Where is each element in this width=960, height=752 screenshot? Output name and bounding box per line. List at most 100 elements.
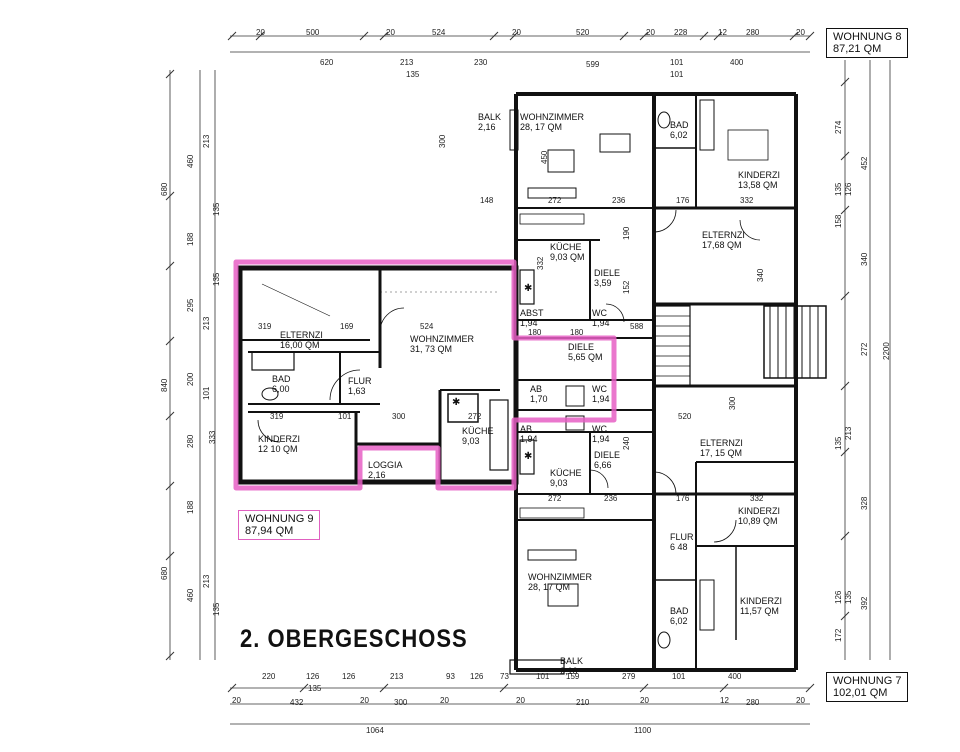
unit-9-highlight [233,259,617,491]
room-area: 6,00 [272,384,290,394]
dim-label: 190 [622,226,631,240]
dim-label: 20 [440,696,449,705]
dim-label: 300 [438,134,447,148]
dim-label: 500 [306,28,320,37]
dim-label: 524 [420,322,434,331]
dim-label: 12 [720,696,729,705]
dim-label: 300 [394,698,408,707]
dim-label: 20 [386,28,395,37]
room-area: 1,94 [592,394,610,404]
dim-label: 213 [202,316,211,330]
room-area: 9,03 QM [550,252,585,262]
room-area: 5,65 QM [568,352,603,362]
dim-label: 158 [834,214,843,228]
dim-label: 1064 [366,726,384,735]
dim-label: 213 [844,426,853,440]
room-area: 28, 17 QM [520,122,563,132]
dim-label: 169 [340,322,354,331]
room-area: 13,58 QM [738,180,778,190]
dim-label: 272 [548,494,562,503]
shaft-marker: ✱ [524,283,533,294]
dim-label: 236 [612,196,626,205]
room-name: WOHNZIMMER [520,112,584,122]
room-area: 10,89 QM [738,516,778,526]
dim-label: 210 [576,698,590,707]
dim-label: 319 [258,322,272,331]
dim-label: 400 [730,58,744,67]
dim-label: 524 [432,28,446,37]
dim-label: 450 [540,150,549,164]
room-name: AB [520,424,533,434]
dim-label: 126 [844,182,853,196]
room-area: 31, 73 QM [410,344,453,354]
dim-label: 230 [474,58,488,67]
dim-label: 2200 [882,342,891,360]
room-name: DIELE [594,268,621,278]
dim-label: 20 [360,696,369,705]
dim-label: 274 [834,120,843,134]
dim-label: 328 [860,496,869,510]
room-name: KÜCHE [462,426,494,436]
dim-label: 20 [256,28,265,37]
dim-label: 188 [186,500,195,514]
room-name: KINDERZI [740,596,783,606]
room-name: ELTERNZI [700,438,743,448]
dim-label: 135 [844,590,853,604]
dim-label: 126 [342,672,356,681]
dim-label: 228 [674,28,688,37]
dim-label: 332 [536,256,545,270]
dim-label: 176 [676,196,690,205]
room-name: BAD [670,120,689,130]
room-area: 3,59 [594,278,612,288]
dim-label: 680 [160,182,169,196]
room-name: LOGGIA [368,460,403,470]
dim-label: 272 [860,342,869,356]
dim-label: 280 [746,28,760,37]
room-name: DIELE [594,450,621,460]
dim-label: 148 [480,196,494,205]
dim-label: 520 [678,412,692,421]
dim-label: 220 [262,672,276,681]
room-area: 12 10 QM [258,444,298,454]
dim-label: 180 [528,328,542,337]
room-name: BALK [560,656,584,666]
dim-label: 20 [796,28,805,37]
room-area: 1,94 [520,434,538,444]
dim-label: 272 [548,196,562,205]
room-area: 1,70 [530,394,548,404]
room-name: FLUR [670,532,694,542]
dim-label: 101 [338,412,352,421]
room-area: 1,63 [348,386,366,396]
dim-label: 73 [500,672,509,681]
dim-label: 101 [670,70,684,79]
dim-label: 135 [834,436,843,450]
dim-label: 300 [392,412,406,421]
dim-label: 340 [860,252,869,266]
room-area: 2,16 [368,470,386,480]
dim-label: 520 [576,28,590,37]
room-name: FLUR [348,376,372,386]
dim-label: 319 [270,412,284,421]
dim-label: 240 [622,436,631,450]
dim-label: 200 [186,372,195,386]
dim-label: 332 [740,196,754,205]
dim-label: 340 [756,268,765,282]
dim-label: 680 [160,566,169,580]
dim-label: 126 [470,672,484,681]
room-name: DIELE [568,342,595,352]
room-name: BAD [272,374,291,384]
room-area: 16,00 QM [280,340,320,350]
dim-label: 126 [306,672,320,681]
dim-label: 20 [232,696,241,705]
room-name: ELTERNZI [280,330,323,340]
